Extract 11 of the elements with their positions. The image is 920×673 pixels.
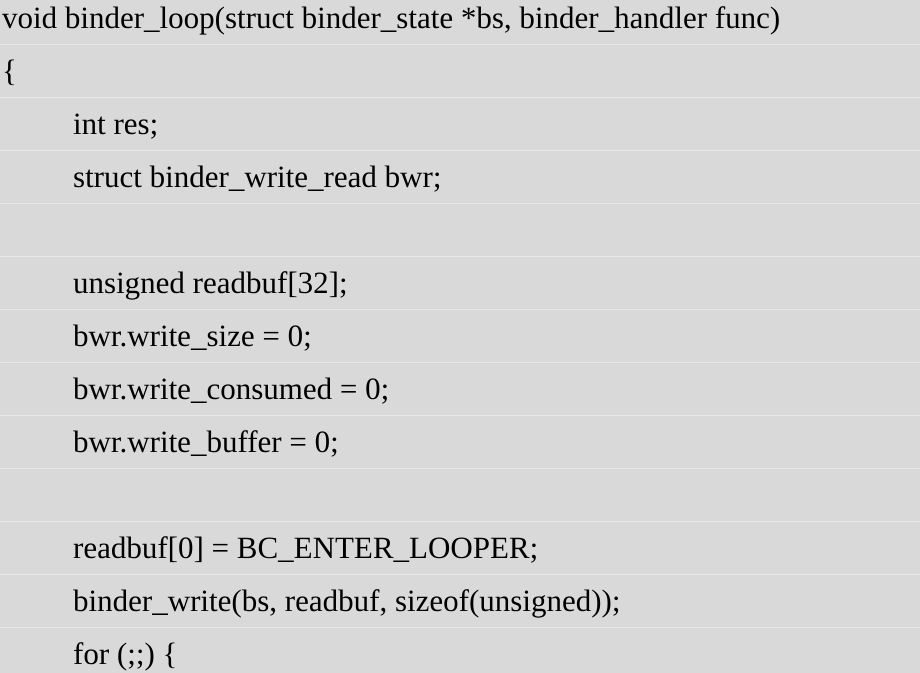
code-line: unsigned readbuf[32]; [73,264,348,302]
code-line: for (;;) { [73,635,178,673]
code-line: bwr.write_consumed = 0; [73,370,390,408]
code-line: binder_write(bs, readbuf, sizeof(unsigned)); [73,582,620,620]
code-line: void binder_loop(struct binder_state *bs, binder_handler func) [2,0,780,37]
code-line: readbuf[0] = BC_ENTER_LOOPER; [73,529,538,567]
code-line: struct binder_write_read bwr; [73,158,442,196]
code-line: { [2,52,17,90]
code-line: bwr.write_buffer = 0; [73,423,339,461]
code-line: int res; [73,105,158,143]
code-line: bwr.write_size = 0; [73,317,312,355]
